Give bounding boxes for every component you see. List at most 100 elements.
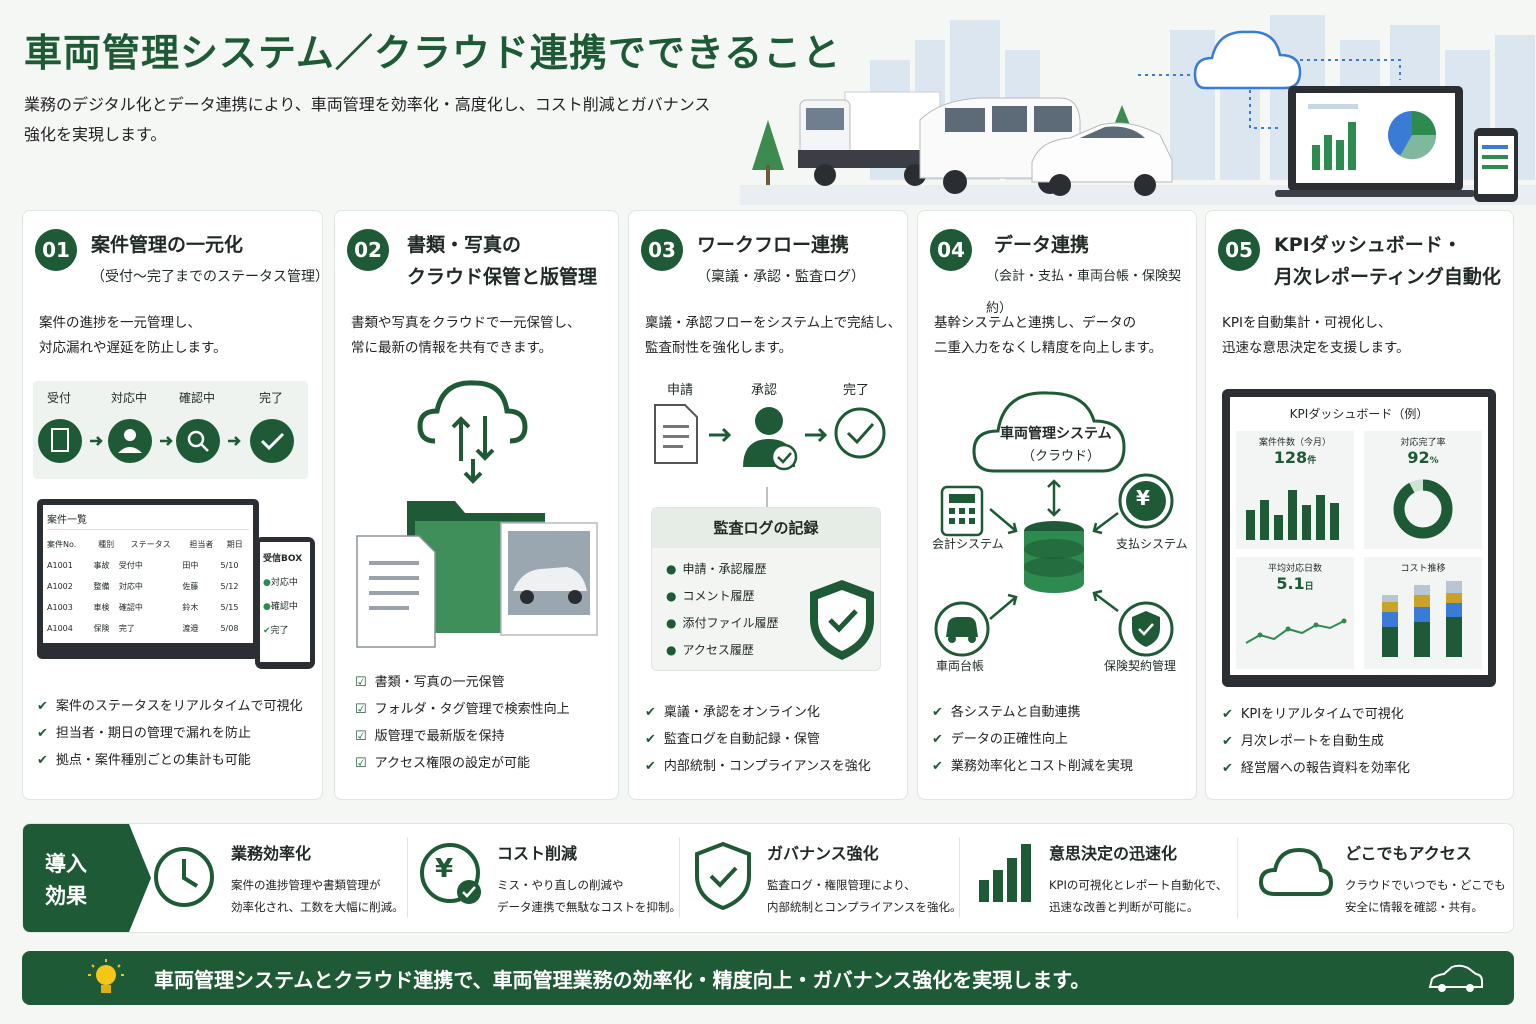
card-description: KPIを自動集計・可視化し、 迅速な意思決定を支援します。: [1222, 311, 1410, 361]
effect-desc-line: 安全に情報を確認・共有。: [1345, 900, 1483, 914]
car-icon: [1031, 122, 1173, 196]
cell: 受付中: [118, 561, 143, 570]
effect-desc-line: データ連携で無駄なコストを抑制。: [497, 900, 681, 914]
check-icon: ●: [263, 578, 271, 588]
desc-line-1: KPIを自動集計・可視化し、: [1222, 315, 1392, 331]
node-label: 会計システム: [932, 537, 1004, 551]
car-photo-icon: [500, 522, 598, 636]
effect-desc-line: 迅速な改善と判断が可能に。: [1049, 900, 1199, 914]
step-label: 確認中: [179, 391, 216, 405]
card-description: 書類や写真をクラウドで一元保管し、 常に最新の情報を共有できます。: [351, 311, 581, 361]
effect-description: ミス・やり直しの削減や データ連携で無駄なコストを抑制。: [497, 874, 681, 918]
cell: 田中: [182, 561, 199, 570]
line-chart-icon: [1245, 618, 1347, 644]
phone-item[interactable]: ●対応中: [263, 571, 307, 595]
check-item: ✔案件のステータスをリアルタイムで可視化: [37, 693, 303, 720]
effect-desc-line: クラウドでいつでも・どこでも: [1345, 878, 1506, 892]
hero-illustration: [740, 15, 1536, 205]
check-text: 業務効率化とコスト削減を実現: [950, 759, 1133, 774]
audit-item: ● アクセス履歴: [666, 637, 779, 664]
step-label: 対応中: [111, 391, 148, 405]
kpi-value: 92: [1407, 448, 1430, 467]
check-item: ✔月次レポートを自動生成: [1222, 728, 1410, 755]
kpi-unit: 件: [1307, 456, 1317, 466]
cloud-icon: [1193, 30, 1302, 90]
audit-item-text: アクセス履歴: [682, 643, 754, 657]
yen-icon: [1118, 473, 1174, 529]
check-item: ☑アクセス権限の設定が可能: [355, 750, 570, 777]
kpi-label: 対応完了率: [1400, 438, 1446, 448]
stacked-bar-chart-icon: [1382, 581, 1462, 657]
kpi-tile: 平均対応日数 5.1日: [1236, 557, 1354, 669]
laptop-icon: [1275, 86, 1475, 197]
bar-chart-icon: [1246, 490, 1339, 540]
cloud-label-1: 車両管理システム: [1000, 426, 1112, 442]
complete-check-icon: [834, 407, 886, 459]
check-icon: ✔: [1222, 707, 1233, 722]
lightbulb-icon: [88, 959, 124, 993]
check-list: ✔案件のステータスをリアルタイムで可視化 ✔担当者・期日の管理で漏れを防止 ✔拠…: [37, 693, 303, 774]
card-description: 基幹システムと連携し、データの 二重入力をなくし精度を向上します。: [934, 311, 1162, 361]
truck-icon: [798, 91, 941, 186]
card-title-text-2: クラウド保管と版管理: [407, 266, 598, 288]
check-icon: ✔: [932, 759, 943, 774]
kpi-unit: 日: [1304, 582, 1314, 592]
node-label: 支払システム: [1116, 537, 1188, 551]
divider: [679, 838, 680, 918]
donut-chart-icon: [1393, 479, 1453, 539]
table-header: ステータス: [130, 540, 171, 549]
cell: A1004: [47, 624, 73, 633]
car-icon: [934, 601, 990, 657]
card-number: 02: [347, 229, 389, 271]
audit-item-text: 申請・承認履歴: [682, 562, 767, 576]
effects-label-line-2: 効果: [45, 884, 87, 908]
effect-description: 監査ログ・権限管理により、 内部統制とコンプライアンスを強化。: [767, 874, 961, 918]
cloud-icon: [1258, 847, 1333, 896]
card-subtitle: （会計・支払・車両台帳・保険契約）: [986, 269, 1182, 316]
check-item: ✔経営層への報告資料を効率化: [1222, 755, 1410, 782]
divider: [1237, 838, 1238, 918]
card-title: ワークフロー連携 （稟議・承認・監査ログ）: [697, 229, 865, 293]
effect-efficiency: 業務効率化 案件の進捗管理や書類管理が 効率化され、工数を大幅に削減。: [149, 824, 407, 932]
desc-line-1: 基幹システムと連携し、データの: [934, 315, 1137, 331]
check-icon: ✔: [37, 699, 48, 714]
check-text: 月次レポートを自動生成: [1240, 734, 1384, 749]
card-title: KPIダッシュボード・ 月次レポーティング自動化: [1274, 229, 1501, 293]
table-header: 担当者: [189, 540, 214, 549]
workflow-icons: [654, 404, 886, 515]
audit-item: ●申請・承認履歴: [666, 556, 779, 583]
card-number: 04: [930, 229, 972, 271]
desc-line-2: 二重入力をなくし精度を向上します。: [934, 340, 1163, 356]
card-kpi-dashboard: 05 KPIダッシュボード・ 月次レポーティング自動化 KPIを自動集計・可視化…: [1205, 210, 1514, 800]
table-header: 案件No.: [47, 540, 77, 549]
step-label: 受付: [47, 391, 72, 405]
desc-line-2: 監査耐性を強化します。: [645, 340, 793, 356]
approver-icon: [743, 407, 798, 471]
checkbox-icon: ☑: [355, 675, 367, 690]
effect-desc-line: KPIの可視化とレポート自動化で、: [1049, 878, 1228, 892]
effect-description: 案件の進捗管理や書類管理が 効率化され、工数を大幅に削減。: [231, 874, 404, 918]
desc-line-1: 書類や写真をクラウドで一元保管し、: [351, 315, 581, 331]
audit-item: ●添付ファイル履歴: [666, 610, 779, 637]
calculator-icon: [940, 485, 984, 537]
cell: 5/15: [220, 603, 239, 612]
check-item: ✔内部統制・コンプライアンスを強化: [645, 753, 871, 780]
tree-icon: [752, 120, 784, 185]
page-title: 車両管理システム／クラウド連携でできること: [24, 31, 842, 75]
bar-chart-icon: [979, 844, 1031, 902]
phone-item[interactable]: ✔完了: [263, 619, 307, 643]
check-text: 稟議・承認をオンライン化: [663, 705, 820, 720]
card-title: 案件管理の一元化 （受付〜完了までのステータス管理）: [91, 229, 322, 293]
phone-item[interactable]: ●確認中: [263, 595, 307, 619]
check-text: KPIをリアルタイムで可視化: [1240, 707, 1404, 722]
check-circle-icon: ●: [666, 643, 677, 657]
check-text: 書類・写真の一元保管: [374, 675, 505, 690]
audit-item-text: 添付ファイル履歴: [682, 616, 779, 630]
cloud-shape: [972, 391, 1126, 473]
cell: 車検: [93, 603, 110, 612]
document-icon: [356, 535, 436, 648]
